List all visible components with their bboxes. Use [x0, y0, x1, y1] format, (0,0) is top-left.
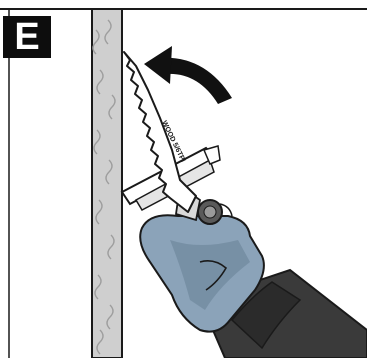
step-label-badge: E [3, 16, 51, 58]
curved-rotation-arrow-icon [144, 46, 232, 104]
wall-cross-section [92, 9, 122, 358]
